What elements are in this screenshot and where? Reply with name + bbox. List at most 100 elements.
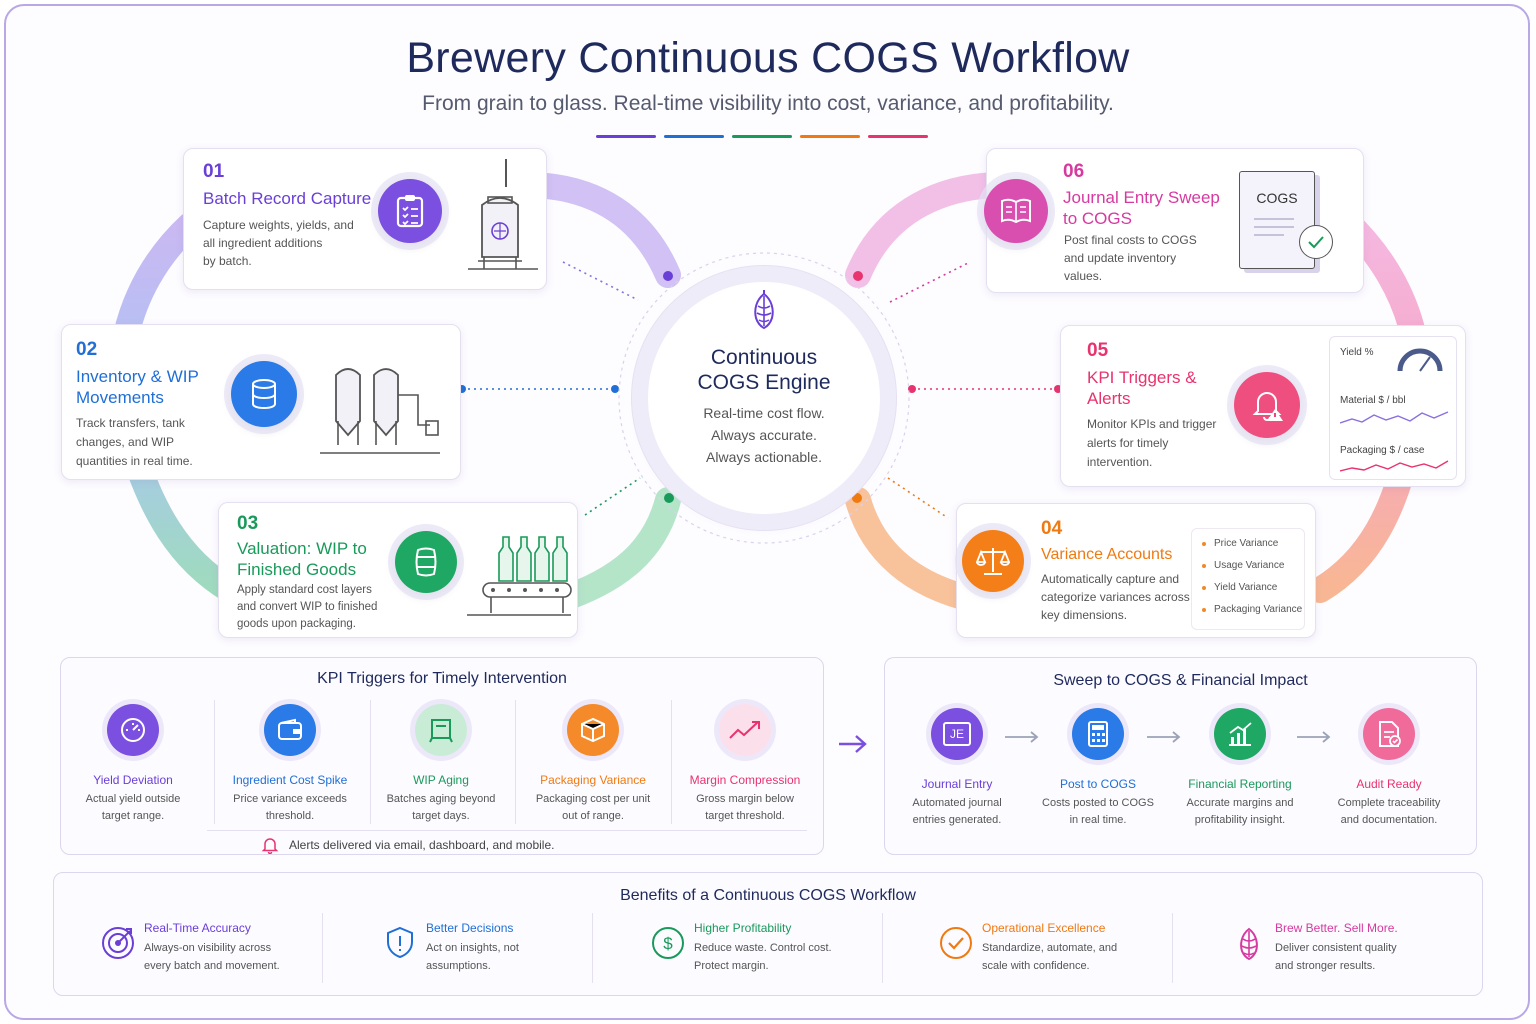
benefit-desc-line: and stronger results.	[1275, 960, 1376, 972]
ledger-label: COGS	[1256, 190, 1298, 206]
trend-down-icon	[719, 704, 771, 756]
svg-text:$: $	[663, 934, 673, 953]
step-title-line: Alerts	[1087, 389, 1131, 408]
sweep-desc-line: and documentation.	[1340, 814, 1438, 826]
step-desc-line: alerts for timely	[1087, 436, 1169, 450]
divider	[207, 830, 807, 831]
sweep-desc-line: Accurate margins and	[1186, 797, 1294, 809]
journal-entry-icon: JE	[931, 708, 983, 760]
step-title-line: to COGS	[1063, 209, 1132, 228]
sweep-desc-line: in real time.	[1069, 814, 1127, 826]
arrow-right-icon	[839, 735, 867, 753]
engine-title-line1: Continuous	[710, 346, 818, 369]
accent-stripe-pink	[868, 135, 928, 138]
step-desc-line: by batch.	[203, 254, 252, 268]
step-title-line: KPI Triggers &	[1087, 368, 1197, 387]
sparkline-icon	[1340, 460, 1449, 472]
kpi-title: Yield Deviation	[93, 773, 173, 787]
page-subtitle: From grain to glass. Real-time visibilit…	[422, 92, 1114, 115]
gauge-icon	[107, 704, 159, 756]
check-circle-icon	[940, 927, 972, 959]
target-icon	[102, 927, 134, 959]
arrow-right-icon	[1297, 731, 1331, 743]
alerts-footer: Alerts delivered via email, dashboard, a…	[289, 838, 555, 852]
step-card-03[interactable]: 03 Valuation: WIP to Finished Goods Appl…	[218, 502, 578, 638]
divider	[370, 700, 371, 824]
step-card-01[interactable]: 01 Batch Record Capture Capture weights,…	[183, 148, 547, 290]
kpi-item-packaging-variance[interactable]: Packaging Variance Packaging cost per un…	[518, 704, 668, 825]
kpi-desc-line: Batches aging beyond	[386, 793, 496, 805]
step-desc-line: all ingredient additions	[203, 236, 323, 250]
sweep-title: Post to COGS	[1059, 777, 1137, 791]
benefits-panel: Benefits of a Continuous COGS Workflow R…	[53, 872, 1483, 996]
step-number: 04	[1041, 518, 1063, 539]
sweep-desc-line: Automated journal	[912, 797, 1002, 809]
sweep-desc: Costs posted to COGS in real time.	[1023, 795, 1173, 829]
step-desc-line: categorize variances across	[1041, 590, 1190, 604]
step-title-line: Inventory & WIP	[76, 367, 199, 386]
fermentation-tanks-icon	[320, 368, 440, 454]
kpi-item-ingredient-cost-spike[interactable]: Ingredient Cost Spike Price variance exc…	[215, 704, 365, 825]
kpi-title: Packaging Variance	[540, 773, 646, 787]
benefit-desc-line: every batch and movement.	[144, 960, 280, 972]
benefit-desc-line: Protect margin.	[694, 960, 769, 972]
step-title: Inventory & WIP Movements	[76, 366, 199, 408]
calculator-icon	[1072, 708, 1124, 760]
divider	[322, 913, 323, 983]
benefit-title: Operational Excellence	[982, 921, 1106, 935]
engine-title-line2: COGS Engine	[697, 371, 831, 394]
benefit-title: Real-Time Accuracy	[144, 921, 251, 935]
engine-desc-line3: Always actionable.	[706, 449, 822, 465]
benefit-title: Higher Profitability	[694, 921, 792, 935]
benefit-title: Brew Better. Sell More.	[1275, 921, 1398, 935]
benefit-desc-line: assumptions.	[426, 960, 491, 972]
bell-icon	[261, 838, 279, 854]
step-card-06[interactable]: 06 Journal Entry Sweep to COGS Post fina…	[984, 148, 1364, 293]
step-desc-line: intervention.	[1087, 455, 1153, 469]
step-desc-line: and convert WIP to finished	[237, 601, 378, 613]
sweep-title: Audit Ready	[1356, 777, 1422, 791]
benefit-desc-line: Reduce waste. Control cost.	[694, 942, 832, 954]
step-title-line: Finished Goods	[237, 560, 357, 579]
sparkline-icon	[1340, 411, 1449, 424]
benefit-title: Better Decisions	[426, 921, 514, 935]
kpi-desc-line: Price variance exceeds	[233, 793, 347, 805]
kpi-desc-line: Packaging cost per unit	[535, 793, 651, 805]
step-title: Valuation: WIP to Finished Goods	[237, 538, 367, 580]
dollar-icon: $	[652, 927, 684, 959]
step-card-04[interactable]: 04 Variance Accounts Automatically captu…	[956, 503, 1316, 638]
step-desc-line: and update inventory	[1064, 251, 1177, 265]
variance-item: Yield Variance	[1202, 577, 1302, 599]
panel-title: Sweep to COGS & Financial Impact	[1053, 672, 1308, 689]
kpi-triggers-panel: KPI Triggers for Timely Intervention Yie…	[60, 657, 824, 855]
variance-item: Usage Variance	[1202, 555, 1302, 577]
step-number: 02	[76, 339, 98, 360]
arrow-right-icon	[1005, 731, 1039, 743]
step-description: Capture weights, yields, and all ingredi…	[203, 216, 354, 270]
step-desc-line: changes, and WIP	[76, 435, 175, 449]
document-check-icon	[1363, 708, 1415, 760]
journal-entry-icon-label: JE	[943, 722, 971, 746]
sweep-item-financial-reporting[interactable]: Financial Reporting Accurate margins and…	[1165, 708, 1315, 829]
metric-label: Packaging $ / case	[1340, 445, 1425, 456]
gauge-icon	[1397, 348, 1443, 372]
step-card-02[interactable]: 02 Inventory & WIP Movements Track trans…	[61, 324, 461, 480]
engine-desc-line1: Real-time cost flow.	[703, 405, 825, 421]
step-card-05[interactable]: 05 KPI Triggers & Alerts Monitor KPIs an…	[1060, 325, 1466, 487]
sweep-desc-line: Costs posted to COGS	[1042, 797, 1154, 809]
sweep-item-post-to-cogs[interactable]: Post to COGS Costs posted to COGS in real…	[1023, 708, 1173, 829]
step-title-line: Journal Entry Sweep	[1063, 188, 1220, 207]
sweep-title: Financial Reporting	[1188, 777, 1292, 791]
brew-kettle-icon	[468, 159, 538, 270]
